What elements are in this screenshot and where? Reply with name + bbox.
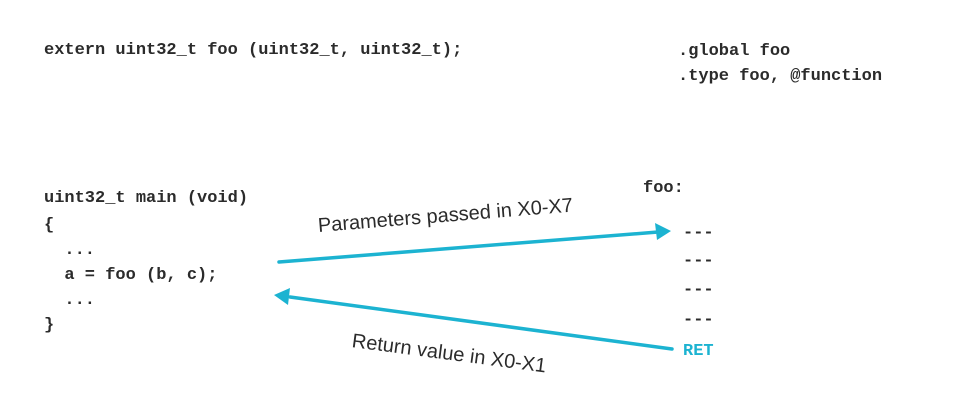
extern-declaration: extern uint32_t foo (uint32_t, uint32_t)…: [44, 41, 463, 60]
asm-label-foo: foo:: [643, 179, 684, 198]
asm-body-line: ---: [683, 311, 714, 330]
asm-body-line: ---: [683, 252, 714, 271]
close-brace: }: [44, 316, 55, 335]
return-arrow: [274, 288, 674, 351]
main-signature: uint32_t main (void): [44, 189, 249, 208]
asm-body-line: ---: [683, 224, 714, 243]
ellipsis-after-call: ...: [44, 291, 96, 310]
open-brace: {: [44, 216, 55, 235]
call-line: a = foo (b, c);: [44, 266, 218, 285]
type-directive: .type foo, @function: [678, 67, 883, 86]
asm-ret-instruction: RET: [683, 342, 714, 361]
params-arrow: [277, 223, 671, 264]
global-directive: .global foo: [678, 42, 791, 61]
ellipsis-before-call: ...: [44, 241, 96, 260]
asm-body-line: ---: [683, 281, 714, 300]
